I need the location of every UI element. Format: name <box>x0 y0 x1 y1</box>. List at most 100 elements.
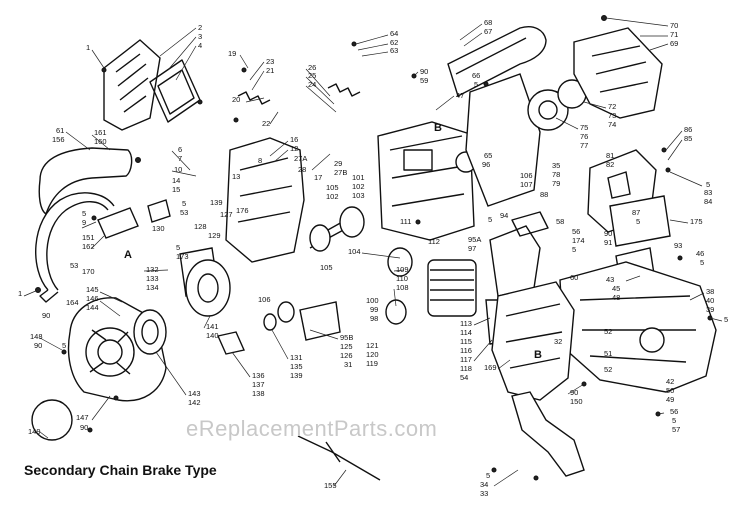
callout-label: 5 <box>724 315 728 324</box>
callout-label: 146 <box>86 294 99 303</box>
callout-label: 12 <box>290 144 298 153</box>
callout-label: 58 <box>556 217 564 226</box>
callout-label: 110 <box>396 274 408 283</box>
callout-label: 9 <box>82 218 86 227</box>
callout-label: 114 <box>460 328 472 337</box>
callout-label: 8 <box>258 156 262 165</box>
callout-label: 1 <box>18 289 22 298</box>
callout-label: 139 <box>290 371 303 380</box>
callout-label: 50 <box>666 386 674 395</box>
callout-label: 142 <box>188 398 201 407</box>
callout-label: 77 <box>580 141 588 150</box>
callout-label: 107 <box>520 180 533 189</box>
callout-label: 64 <box>390 29 398 38</box>
callout-label: 129 <box>208 231 221 240</box>
callout-label: 51 <box>604 349 612 358</box>
callout-label: 121 <box>366 341 379 350</box>
callout-label: 27A <box>294 154 307 163</box>
callout-label: 20 <box>232 95 240 104</box>
main-engine-housing <box>377 121 475 241</box>
callout-label: 42 <box>666 377 674 386</box>
guide-bar <box>447 26 547 98</box>
callout-label: 118 <box>460 364 472 373</box>
callout-label: 65 <box>484 151 492 160</box>
callout-label: 102 <box>352 182 365 191</box>
part-drawings <box>31 15 717 481</box>
callout-label: 155 <box>324 481 337 490</box>
callout-label: 111 <box>400 217 411 226</box>
callout-label: 127 <box>220 210 233 219</box>
callout-label: 101 <box>352 173 365 182</box>
callout-label: 90 <box>604 229 612 238</box>
callout-label: 90 <box>80 423 88 432</box>
callout-label: 136 <box>252 371 265 380</box>
callout-label: 40 <box>706 296 714 305</box>
callout-label: 103 <box>352 191 365 200</box>
callout-label: 174 <box>572 236 585 245</box>
callout-label: 17 <box>314 173 322 182</box>
callout-label: 46 <box>696 249 704 258</box>
callout-label: 47 <box>456 91 464 100</box>
control-panel <box>609 195 671 247</box>
callout-label: 100 <box>366 296 379 305</box>
callout-label: 70 <box>670 21 678 30</box>
callout-label: 93 <box>674 241 682 250</box>
callout-label: 63 <box>390 46 398 55</box>
callout-label: 164 <box>66 298 79 307</box>
callout-label: 60 <box>570 273 578 282</box>
callout-label: 5 <box>636 217 640 226</box>
callout-label: 76 <box>580 132 588 141</box>
callout-label: 130 <box>152 224 165 233</box>
fuel-tank-housing <box>559 261 717 393</box>
callout-label: 102 <box>326 192 339 201</box>
callout-label: 32 <box>554 337 562 346</box>
callout-label: 54 <box>460 373 468 382</box>
callout-label: 112 <box>428 237 440 246</box>
callout-label: A <box>124 249 132 261</box>
bearing <box>277 301 295 323</box>
callout-label: 143 <box>188 389 201 398</box>
callout-label: 148 <box>30 332 43 341</box>
callout-label: 39 <box>706 305 714 314</box>
callout-label: 95A <box>468 235 481 244</box>
callout-label: 5 <box>62 341 66 350</box>
callout-label: 16 <box>290 135 298 144</box>
callout-label: 22 <box>262 119 270 128</box>
callout-label: 69 <box>670 39 678 48</box>
callout-label: 135 <box>290 362 303 371</box>
callout-label: 57 <box>672 425 680 434</box>
diagram-caption: Secondary Chain Brake Type <box>24 462 217 478</box>
callout-label: 141 <box>206 322 219 331</box>
chain-brake-housing <box>573 27 663 119</box>
callout-label: 74 <box>608 120 616 129</box>
callout-label: 137 <box>252 380 265 389</box>
callout-label: 62 <box>390 38 398 47</box>
callout-label: 3 <box>198 32 202 41</box>
callout-label: 105 <box>320 263 333 272</box>
handle-bracket <box>97 207 139 239</box>
callout-label: 49 <box>666 395 674 404</box>
lower-crankcase <box>491 281 575 401</box>
callout-label: 128 <box>194 222 207 231</box>
callout-label: 5 <box>700 258 704 267</box>
callout-label: B <box>534 349 542 361</box>
callout-label: 170 <box>82 267 95 276</box>
chain-catcher <box>511 391 585 477</box>
cylinder <box>427 259 477 317</box>
callout-label: 116 <box>460 346 472 355</box>
callout-label: 88 <box>540 190 548 199</box>
air-filter-cover <box>103 39 161 131</box>
callout-label: 162 <box>82 242 95 251</box>
callout-label: 81 <box>606 151 614 160</box>
callout-label: 5 <box>488 215 492 224</box>
callout-label: 5 <box>706 180 710 189</box>
callout-label: 67 <box>484 27 492 36</box>
t-wrench <box>297 435 381 481</box>
callout-label: 5 <box>572 245 576 254</box>
callout-label: 90 <box>42 311 50 320</box>
carburetor <box>489 225 541 297</box>
callout-label: 61 <box>56 126 64 135</box>
callout-label: 134 <box>146 283 159 292</box>
callout-label: 117 <box>460 355 472 364</box>
callout-label: 72 <box>608 102 616 111</box>
